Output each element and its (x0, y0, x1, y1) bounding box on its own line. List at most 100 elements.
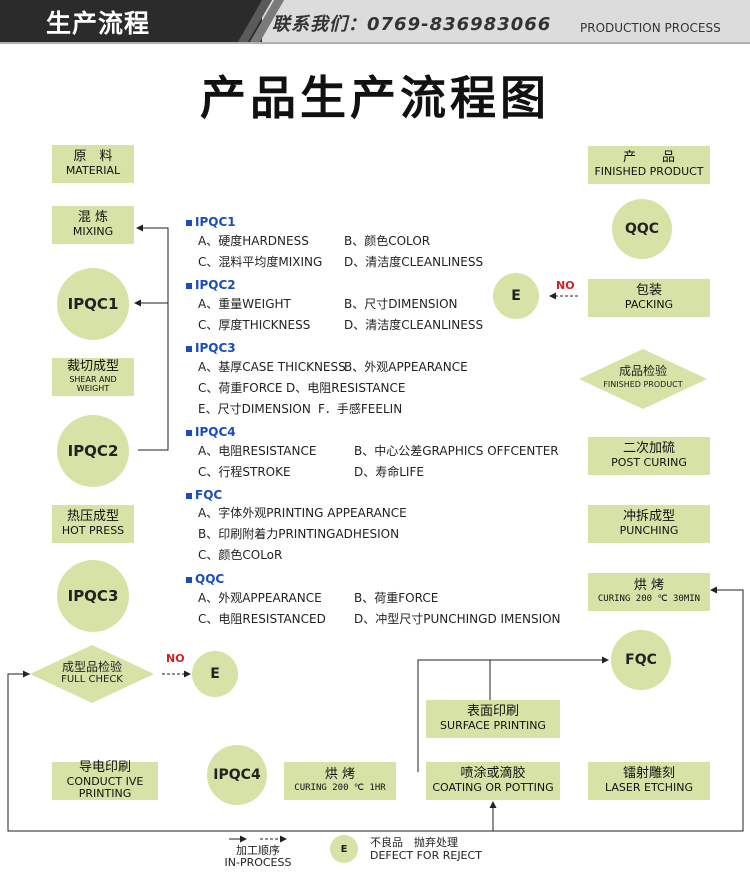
header-title-en: PRODUCTION PROCESS (580, 21, 721, 35)
baking-1hr-box: 烘 烤 CURING 200 ℃ 1HR (284, 762, 396, 800)
punching-box: 冲拆成型 PUNCHING (588, 505, 710, 543)
check-item: A、电阻RESISTANCE (198, 444, 317, 458)
check-title: IPQC1 (195, 215, 236, 229)
check-item: C、荷重FORCE (198, 381, 283, 395)
coating-label-en: COATING OR POTTING (432, 781, 554, 795)
check-item: C、颜色COLoR (198, 548, 283, 562)
check-item: B、荷重FORCE (354, 591, 439, 605)
conductive-label-en: CONDUCT IVE PRINTING (66, 774, 144, 801)
finished-product-box: 产 品 FINISHED PRODUCT (588, 146, 710, 184)
check-item: A、基厚CASE THICKNESS (198, 360, 346, 374)
material-box: 原 料 MATERIAL (52, 145, 134, 183)
legend-process-en: IN-PROCESS (224, 856, 292, 870)
check-item: C、行程STROKE (198, 465, 291, 479)
check-item: A、重量WEIGHT (198, 297, 291, 311)
check-group-ipqc4: IPQC4 A、电阻RESISTANCE B、中心公差GRAPHICS OFFCE… (186, 425, 576, 488)
check-group-fqc: FQC A、字体外观PRINTING APPEARANCE B、印刷附着力PRI… (186, 488, 576, 572)
legend-process-cn: 加工顺序 (236, 844, 280, 857)
check-item: A、字体外观PRINTING APPEARANCE (198, 506, 407, 520)
finished-check-diamond (579, 349, 707, 409)
post-curing-box: 二次加硫 POST CURING (588, 437, 710, 475)
full-check-label: 成型品检验 FULL CHECK (30, 660, 154, 686)
post-curing-label-en: POST CURING (611, 456, 687, 470)
reject-no-label: NO (556, 279, 575, 292)
finished-check-label-en: FINISHED PRODUCT (603, 379, 683, 389)
surface-label-cn: 表面印刷 (466, 704, 519, 720)
header-title: 生产流程 (46, 9, 151, 38)
check-item: B、外观APPEARANCE (344, 360, 468, 374)
full-check-label-en: FULL CHECK (61, 674, 123, 686)
conductive-printing-box: 导电印刷 CONDUCT IVE PRINTING (52, 759, 158, 801)
check-group-ipqc1: IPQC1 A、硬度HARDNESS B、颜色COLOR C、混料平均度MIXIN… (186, 215, 576, 278)
check-title: IPQC2 (195, 278, 236, 292)
check-title: QQC (195, 572, 225, 586)
legend-reject-cn: 不良品 抛弃处理 (370, 836, 458, 849)
full-check-diamond (30, 645, 154, 703)
hot-press-label-en: HOT PRESS (61, 524, 125, 538)
ipqc4-circle: IPQC4 (207, 745, 267, 805)
hot-press-label-cn: 热压成型 (66, 509, 119, 525)
legend-reject-en: DEFECT FOR REJECT (370, 849, 482, 863)
material-label-cn: 原 料 (73, 149, 113, 165)
legend-process: 加工顺序 IN-PROCESS (218, 844, 298, 870)
coating-box: 喷涂或滴胶 COATING OR POTTING (426, 762, 560, 800)
check-item: C、混料平均度MIXING (198, 255, 323, 269)
check-item: E、尺寸DIMENSION (198, 402, 311, 416)
check-item: B、印刷附着力PRINTINGADHESION (198, 527, 400, 541)
check-item: A、外观APPEARANCE (198, 591, 322, 605)
reject-e-circle: E (493, 273, 539, 319)
arrow-to-fqc (417, 656, 609, 772)
check-item: D、电阻RESISTANCE (286, 381, 406, 395)
coating-label-cn: 喷涂或滴胶 (460, 766, 526, 782)
laser-label-cn: 镭射雕刻 (622, 766, 675, 782)
check-item: D、清洁度CLEANLINESS (344, 318, 484, 332)
shear-box: 裁切成型 SHEAR AND WEIGHT (52, 358, 134, 396)
shear-label-cn: 裁切成型 (66, 359, 119, 375)
punching-label-en: PUNCHING (619, 524, 679, 538)
check-group-ipqc2: IPQC2 A、重量WEIGHT B、尺寸DIMENSION C、厚度THICKN… (186, 278, 576, 341)
conductive-label-cn: 导电印刷 (78, 759, 131, 775)
legend-reject: 不良品 抛弃处理 DEFECT FOR REJECT (370, 836, 482, 862)
check-item: A、硬度HARDNESS (198, 234, 309, 248)
mixing-label-en: MIXING (72, 225, 114, 239)
finished-check-label: 成品检验 FINISHED PRODUCT (579, 364, 707, 390)
check-title: IPQC3 (195, 341, 236, 355)
qqc-circle: QQC (612, 199, 672, 259)
header-title-block (0, 0, 262, 42)
post-curing-label-cn: 二次加硫 (622, 441, 675, 457)
check-item: C、厚度THICKNESS (198, 318, 311, 332)
hot-press-box: 热压成型 HOT PRESS (52, 505, 134, 543)
packing-label-cn: 包装 (635, 283, 662, 299)
check-item: D、清洁度CLEANLINESS (344, 255, 484, 269)
header-contact: 联系我们：0769-836983066 (272, 14, 552, 35)
check-item: C、电阻RESISTANCED (198, 612, 326, 626)
bracket-line (138, 227, 169, 451)
full-check-label-cn: 成型品检验 (61, 660, 122, 674)
check-item: D、寿命LIFE (354, 465, 424, 479)
mixing-box: 混 炼 MIXING (52, 206, 134, 244)
surface-label-en: SURFACE PRINTING (440, 719, 546, 733)
check-item: D、冲型尺寸PUNCHINGD IMENSION (354, 612, 561, 626)
check-list: IPQC1 A、硬度HARDNESS B、颜色COLOR C、混料平均度MIXIN… (186, 215, 576, 635)
reject-e-circle: E (192, 651, 238, 697)
check-title: IPQC4 (195, 425, 236, 439)
check-group-qqc: QQC A、外观APPEARANCE B、荷重FORCE C、电阻RESISTAN… (186, 572, 576, 635)
check-item: B、颜色COLOR (344, 234, 431, 248)
baking-1hr-label-cn: 烘 烤 (324, 767, 356, 783)
legend-e-circle: E (330, 835, 358, 863)
baking-label-cn: 烘 烤 (633, 578, 665, 594)
check-item: B、尺寸DIMENSION (344, 297, 458, 311)
outer-loop-line (7, 589, 744, 832)
baking-box: 烘 烤 CURING 200 ℃ 30MIN (588, 573, 710, 611)
packing-box: 包装 PACKING (588, 279, 710, 317)
reject-no-label: NO (166, 652, 185, 665)
finished-product-label-cn: 产 品 (622, 150, 675, 166)
baking-label-en: CURING 200 ℃ 30MIN (597, 594, 701, 605)
material-label-en: MATERIAL (65, 164, 121, 178)
ipqc1-circle: IPQC1 (57, 268, 129, 340)
laser-etching-box: 镭射雕刻 LASER ETCHING (588, 762, 710, 800)
surface-printing-box: 表面印刷 SURFACE PRINTING (426, 700, 560, 738)
check-title: FQC (195, 488, 223, 502)
check-item: B、中心公差GRAPHICS OFFCENTER (354, 444, 559, 458)
